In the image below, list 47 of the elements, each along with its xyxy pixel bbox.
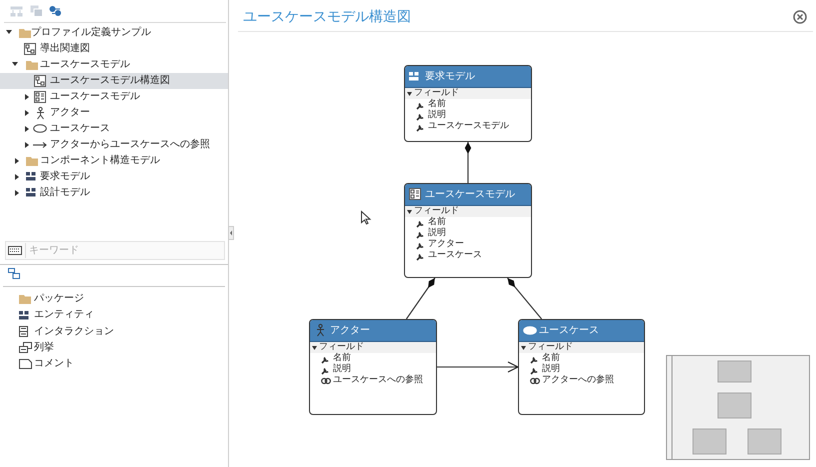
field-group: フィールド [414,88,459,99]
class-box [518,319,645,415]
tree-item: 要求モデル [40,170,90,183]
field-item: 名前 [428,99,446,110]
tree-item: アクターからユースケースへの参照 [50,138,210,151]
node-title: アクター [330,324,370,338]
palette-item: エンティティ [34,308,94,321]
field-group: フィールド [319,342,364,353]
palette-item: 列挙 [34,341,54,354]
class-box [404,65,532,142]
field-item: 説明 [428,228,446,239]
field-item: 名前 [333,353,351,364]
tree-item: ユースケースモデル構造図 [50,74,170,87]
tree-item: 導出関連図 [40,42,90,55]
field-group: フィールド [414,206,459,217]
composition-line [507,278,542,320]
tree-item: ユースケースモデル [50,90,140,103]
palette-item: パッケージ [34,292,84,305]
arrow [437,361,519,373]
node-title: ユースケースモデル [425,188,515,202]
field-item: ユースケース [428,250,482,261]
tree-item: コンポーネント構造モデル [40,154,160,167]
tree-item: プロファイル定義サンプル [31,26,151,39]
field-item: 名前 [428,217,446,228]
field-item: 説明 [542,364,560,375]
palette-item: インタラクション [34,325,114,338]
tree-item: 設計モデル [40,186,90,199]
diagram-title: ユースケースモデル構造図 [243,8,411,26]
node-title: 要求モデル [425,70,475,84]
field-item: ユースケースモデル [428,121,509,132]
class-box [309,319,437,415]
node-title: ユースケース [539,324,599,338]
field-item: 説明 [428,110,446,121]
palette-item: コメント [34,357,74,370]
field-item: アクターへの参照 [542,375,614,386]
tree-item: ユースケース [50,122,110,135]
tree-item: アクター [50,106,90,119]
composition-line [406,278,436,320]
search-field: キーワード [5,241,225,260]
field-item: ユースケースへの参照 [333,375,423,386]
composition-line [464,142,472,183]
field-item: 説明 [333,364,351,375]
class-box [404,183,532,278]
field-item: 名前 [542,353,560,364]
field-item: アクター [428,239,464,250]
field-group: フィールド [528,342,573,353]
tree-item: ユースケースモデル [40,58,130,71]
